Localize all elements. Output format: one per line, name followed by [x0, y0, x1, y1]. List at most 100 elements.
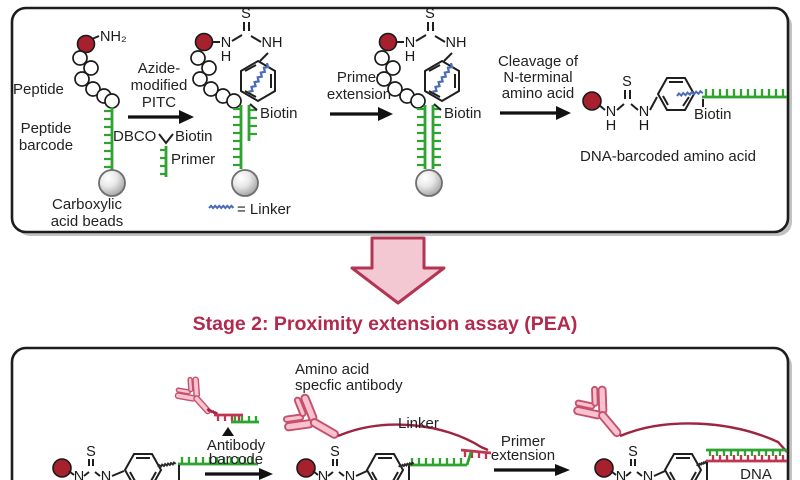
extended-structure: N H S NH Biotin: [374, 6, 482, 197]
barcode-label-2: barcode: [19, 137, 73, 154]
step2-label-1: Primer: [337, 69, 381, 86]
nh-atom-label: NH: [446, 35, 467, 51]
n-atom-label: N: [616, 469, 626, 480]
biotin-label: Biotin: [444, 105, 482, 122]
s-atom-label: S: [86, 444, 96, 460]
reaction-arrow-head: [555, 464, 570, 476]
duplex-product-structure: N S N DNA: [567, 379, 788, 480]
down-arrow-icon: [350, 236, 446, 305]
benzene-ring: [240, 59, 276, 103]
n-atom-label: N: [405, 35, 415, 51]
primer-reagent-label: Primer: [171, 151, 215, 168]
primer-extension-step-2: Primer extension: [491, 433, 570, 476]
biotin-reagent-label: Biotin: [175, 128, 213, 145]
reaction-arrow-head: [378, 107, 393, 121]
stage2-panel: N S N Antibody barcode Amino acid spe: [10, 346, 792, 480]
primer-extension-step: Primer extension: [327, 69, 393, 121]
step1-label-2: modified: [131, 77, 188, 94]
benzene-inner-bonds: [244, 64, 272, 98]
pointer-triangle-icon: [222, 427, 234, 436]
barcoded-amino-acid-left: N S N: [52, 444, 258, 480]
antibody-step-label-2: barcode: [209, 451, 263, 468]
dna-barcode-strand: [178, 457, 258, 466]
biotin-label: Biotin: [694, 106, 732, 123]
reaction-arrow-head: [179, 110, 194, 124]
benzene-inner-bonds: [662, 81, 690, 107]
antibody-barcode-step: Antibody barcode: [170, 371, 273, 480]
product-label: DNA-barcoded amino acid: [580, 148, 756, 165]
extended-duplex-ladder: [417, 105, 441, 169]
primer-step-label-1: Primer: [501, 433, 545, 450]
dbco-biotin-junction: [158, 133, 174, 145]
n-atom-label: N: [221, 35, 231, 51]
thiourea-bonds: [598, 90, 658, 111]
thiourea-bonds: [396, 22, 453, 62]
amino-acid-bead-icon: [582, 91, 602, 111]
panel-border: [10, 346, 790, 480]
biotin-label: Biotin: [260, 105, 298, 122]
reaction-arrow-head: [259, 468, 273, 480]
linker-label: Linker: [398, 415, 439, 432]
h-atom-label: H: [639, 118, 649, 134]
benzene-ring: [424, 59, 460, 103]
step3-label-3: amino acid: [502, 85, 575, 102]
n-atom-label: N: [345, 469, 355, 480]
peptide-label: Peptide: [13, 81, 64, 98]
primer-strand: [160, 146, 168, 177]
linker-curve: [619, 422, 788, 453]
n-atom-label: N: [74, 469, 84, 480]
stage2-heading: Stage 2: Proximity extension assay (PEA): [193, 313, 578, 335]
biotin-stem: [249, 103, 258, 111]
thiourea-bonds: [212, 22, 269, 62]
step2-label-2: extension: [327, 86, 391, 103]
cleavage-step: Cleavage of N-terminal amino acid: [498, 53, 579, 120]
h-atom-label: H: [606, 118, 616, 134]
antibody-label-2: specfic antibody: [295, 377, 403, 394]
step1-label-3: PITC: [142, 94, 176, 111]
biotin-stem: [433, 103, 442, 111]
antibody-step-label-1: Antibody: [207, 437, 266, 454]
antibody-bound-structure: Amino acid specfic antibody Linker N S N: [277, 361, 492, 480]
dna-barcoded-amino-acid: N H S N H Biotin DNA-barcoded amino acid: [580, 74, 787, 165]
amino-acid-bead-icon: [76, 34, 96, 54]
benzene-inner-bonds: [428, 64, 456, 98]
n-atom-label: N: [318, 469, 328, 480]
antibody-barcode-duplex: [214, 413, 259, 424]
carboxylic-bead-icon: [98, 169, 126, 197]
linker-legend: = Linker: [207, 201, 291, 218]
carboxylic-bead-icon: [231, 169, 259, 197]
dna-label: DNA: [740, 466, 772, 480]
h-atom-label: H: [405, 49, 415, 65]
dna-duplex: [706, 448, 787, 463]
nh-atom-label: NH: [262, 35, 283, 51]
carboxylic-bead-icon: [415, 169, 443, 197]
thiourea-bonds: [312, 459, 368, 477]
peptide-chain: [72, 50, 120, 109]
amino-acid-bead-icon: [296, 458, 316, 478]
stage-separator: Stage 2: Proximity extension assay (PEA): [193, 236, 578, 335]
benzene-ring: [123, 453, 163, 480]
antibody-label-1: Amino acid: [295, 361, 369, 378]
amino-acid-bead-icon: [52, 458, 72, 478]
s-atom-label: S: [425, 6, 435, 22]
benzene-ring: [663, 453, 703, 480]
s-atom-label: S: [241, 6, 251, 22]
n-atom-label: N: [101, 469, 111, 480]
n-atom-label: N: [643, 469, 653, 480]
reaction-arrow-head: [556, 106, 571, 120]
peptide-barcode-ladder: [104, 107, 114, 170]
s-atom-label: S: [330, 444, 340, 460]
barcode-label-1: Peptide: [21, 120, 72, 137]
nh2-label: NH₂: [100, 29, 127, 45]
s-atom-label: S: [628, 444, 638, 460]
stage1-panel: NH₂ Peptide Peptide barcode Carboxylic a…: [10, 6, 792, 236]
benzene-ring: [365, 453, 405, 480]
barcode-with-primer-ladder: [233, 105, 257, 169]
n-atom-label: N: [639, 104, 649, 120]
s-atom-label: S: [622, 74, 632, 90]
step3-label-1: Cleavage of: [498, 53, 579, 70]
peptide-chain: [374, 50, 426, 109]
amino-acid-bead-icon: [194, 32, 214, 52]
amino-acid-bead-icon: [378, 32, 398, 52]
